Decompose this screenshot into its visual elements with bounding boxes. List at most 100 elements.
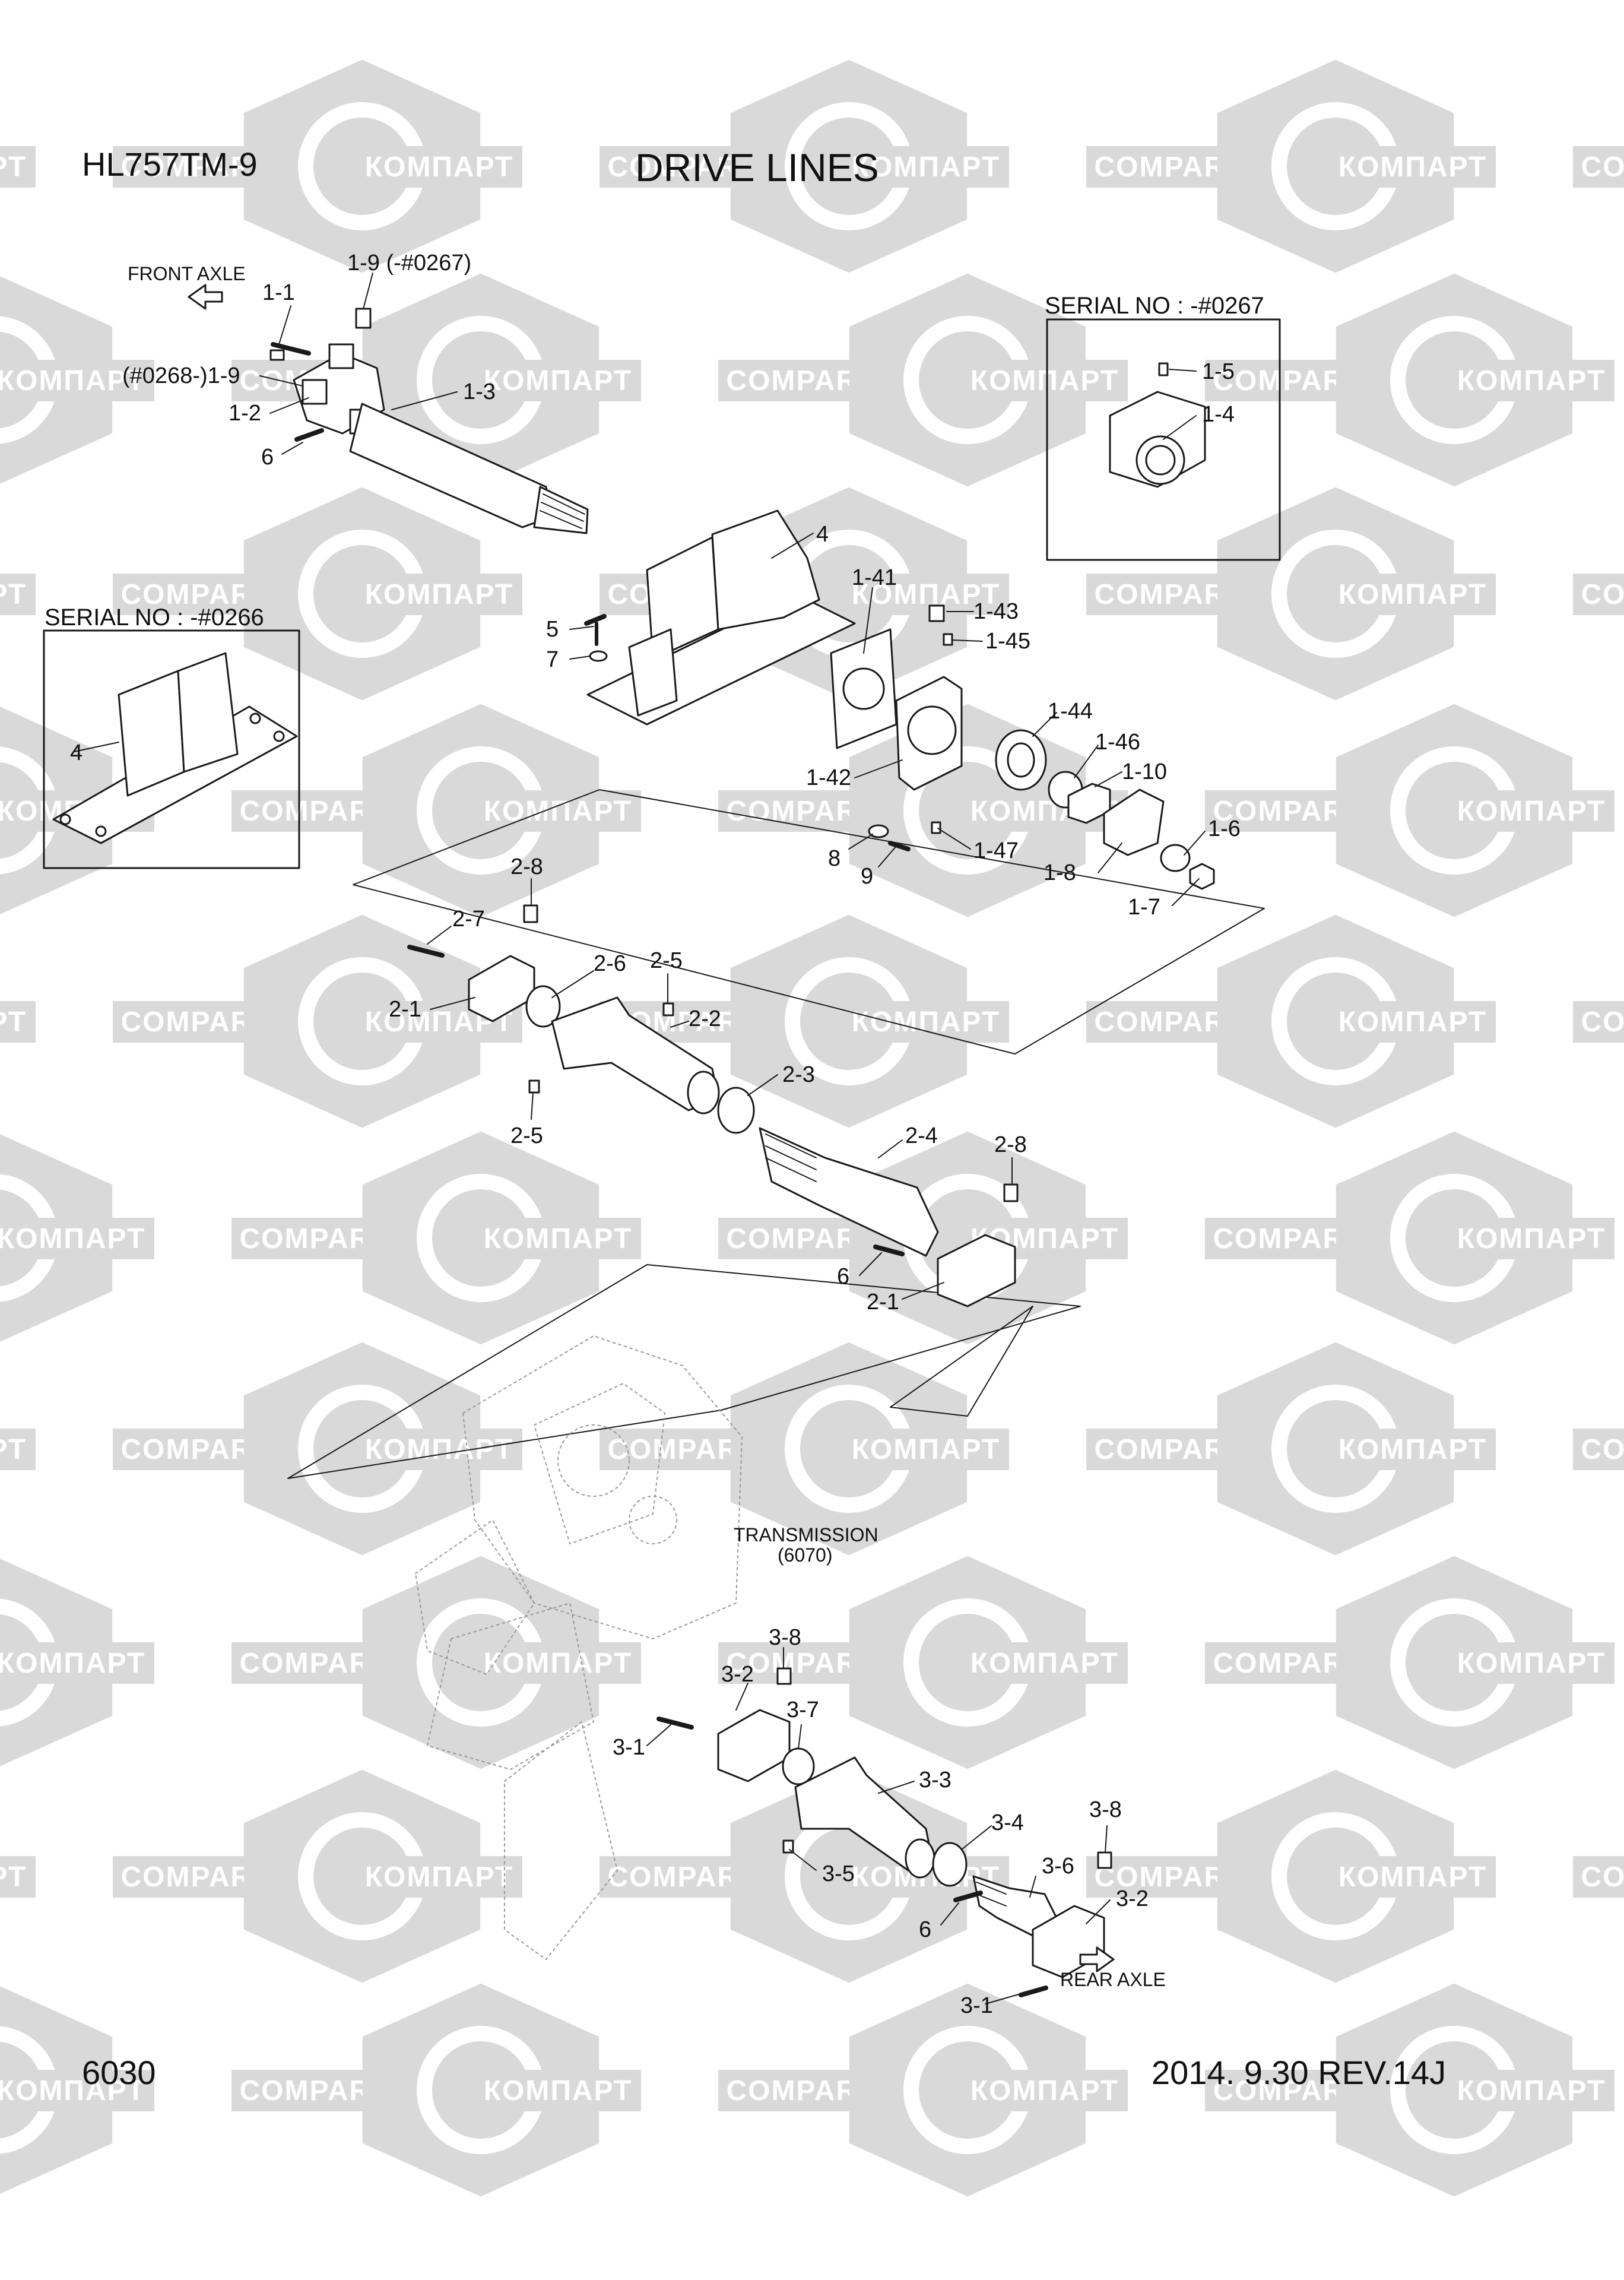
watermark-text: КОМПАРТ (365, 1434, 513, 1465)
inset-serial-0267 (1046, 318, 1281, 561)
seal-1-44 (995, 729, 1047, 791)
grease-1-43 (928, 604, 945, 622)
watermark-plate (475, 1642, 641, 1684)
watermark-plate (843, 1001, 1009, 1043)
watermark-text: КОМПАРТ (365, 579, 513, 610)
seal-2-6 (525, 985, 561, 1028)
watermark-plate (475, 1218, 641, 1259)
rear-axle-arrow-icon (1079, 1946, 1115, 1972)
washer-7 (589, 650, 608, 662)
watermark-text: COMPART (1581, 151, 1624, 183)
watermark-plate (0, 360, 154, 401)
callout-1-8: 1-8 (1043, 860, 1076, 885)
watermark-plate (0, 1642, 154, 1684)
leader-lines (74, 273, 1206, 2004)
watermark-text: КОМПАРТ (1457, 365, 1606, 397)
watermark-text: КОМПАРТ (852, 579, 1000, 610)
watermark-text: КОМПАРТ (1338, 151, 1487, 183)
watermark-plate (356, 1856, 522, 1898)
callout-3-2a: 3-2 (721, 1662, 754, 1687)
watermark-text: КОМПАРТ (0, 2075, 145, 2107)
callout-1-44: 1-44 (1048, 699, 1093, 724)
watermark-plate (1448, 360, 1615, 401)
transmission-label: TRANSMISSION (734, 1524, 878, 1546)
watermark-plate (843, 146, 1009, 188)
callout-3-6: 3-6 (1042, 1854, 1074, 1879)
watermark-text: КОМПАРТ (484, 365, 632, 397)
watermark-text: КОМПАРТ (1338, 1861, 1487, 1893)
bolt-2-7 (407, 945, 445, 958)
callout-3-7: 3-7 (786, 1698, 819, 1722)
callout-1-4: 1-4 (1202, 402, 1235, 427)
watermark-plate (1448, 1642, 1615, 1684)
callout-2-3: 2-3 (782, 1062, 815, 1087)
watermark-plate (1330, 1001, 1496, 1043)
splined-shaft-2-4 (759, 1127, 939, 1257)
watermark-plate (1330, 146, 1496, 188)
callout-7: 7 (546, 647, 559, 672)
watermark-plate (962, 1642, 1128, 1684)
bolt-6c (953, 1890, 983, 1902)
watermark-plate (356, 574, 522, 615)
page-title: DRIVE LINES (635, 145, 879, 189)
callout-3-1a: 3-1 (613, 1735, 645, 1760)
plug-2-5a (662, 1002, 674, 1016)
watermark-plate (1448, 2070, 1615, 2111)
callout-1-1: 1-1 (262, 280, 295, 305)
watermark-text: КОМПАРТ (1457, 2075, 1606, 2107)
watermark-plate (1573, 1856, 1624, 1898)
washer-1-6 (1160, 844, 1191, 872)
callout-5: 5 (546, 617, 559, 642)
watermark-text: КОМПАРТ (1338, 1434, 1487, 1465)
grease-3-8a (776, 1667, 792, 1685)
watermark-plate (1330, 1856, 1496, 1898)
grease-2-8b (1003, 1183, 1019, 1202)
watermark-plate (0, 1856, 36, 1898)
watermark-text: КОМПАРТ (852, 1006, 1000, 1038)
callout-2-2: 2-2 (689, 1006, 721, 1031)
plug-3-5 (782, 1839, 794, 1854)
watermark-plate (1573, 146, 1624, 188)
watermark-text: КОМПАРТ (0, 579, 27, 610)
callout-1-45: 1-45 (985, 629, 1030, 654)
callout-3-5: 3-5 (822, 1861, 855, 1886)
nut-1-7 (1189, 863, 1215, 890)
assembly-plane-2 (287, 1264, 1081, 1479)
watermark-text: КОМПАРТ (484, 2075, 632, 2107)
callout-1-7: 1-7 (1128, 895, 1160, 920)
grease-3-8b (1097, 1851, 1112, 1869)
bolt-3-1a (656, 1717, 694, 1730)
callout-1-5: 1-5 (1202, 359, 1235, 384)
bolt-1-1 (271, 342, 311, 356)
front-shaft-spline (533, 486, 589, 534)
transmission-ghost (415, 1335, 743, 1960)
callout-3-3: 3-3 (919, 1768, 951, 1793)
watermark-plate (962, 360, 1128, 401)
rear-shaft-assembly (656, 1667, 1115, 1997)
bolt-5 (584, 614, 607, 626)
front-axle-arrow-icon (188, 284, 223, 310)
watermark-plate (1330, 1429, 1496, 1470)
watermark-text: COMPART (1581, 1006, 1624, 1038)
watermark-plate (0, 574, 36, 615)
nipple-1-45 (943, 633, 953, 646)
callout-6a: 6 (261, 445, 274, 470)
watermark-plate (1330, 574, 1496, 615)
callout-2-4: 2-4 (905, 1123, 938, 1148)
watermark-text: КОМПАРТ (970, 1648, 1119, 1679)
callout-1-2: 1-2 (229, 401, 261, 426)
callout-1-42: 1-42 (806, 765, 851, 790)
callout-2-6: 2-6 (594, 951, 626, 976)
watermark-text: КОМПАРТ (0, 1223, 145, 1255)
callout-9: 9 (861, 864, 873, 889)
watermark-text: COMPART (1581, 579, 1624, 610)
serial-0267-label: SERIAL NO : -#0267 (1045, 293, 1264, 319)
watermark-text: КОМПАРТ (365, 1861, 513, 1893)
watermark-plate (0, 2070, 154, 2111)
date-revision: 2014. 9.30 REV.14J (1152, 2054, 1447, 2091)
callout-1-47: 1-47 (973, 838, 1019, 863)
callout-2-1a: 2-1 (389, 997, 421, 1022)
callout-3-2b: 3-2 (1116, 1886, 1149, 1911)
callout-1-46: 1-46 (1095, 730, 1140, 755)
